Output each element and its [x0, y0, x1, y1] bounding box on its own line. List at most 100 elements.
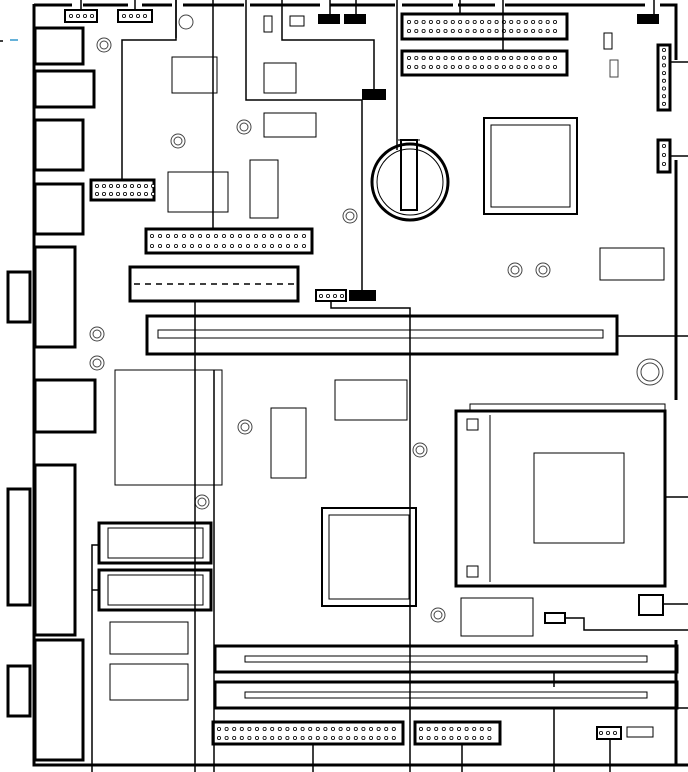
pin	[128, 13, 133, 18]
pin	[391, 736, 396, 741]
pin	[391, 727, 396, 732]
pin	[136, 183, 141, 188]
pin	[292, 727, 297, 732]
pin	[428, 28, 433, 33]
pin	[472, 19, 477, 24]
pin	[414, 19, 419, 24]
pin	[538, 56, 543, 61]
pin	[189, 243, 194, 248]
pin	[443, 65, 448, 70]
pin	[662, 71, 667, 76]
pin	[293, 233, 298, 238]
pin	[346, 736, 351, 741]
pin	[315, 736, 320, 741]
pin	[531, 28, 536, 33]
pin	[606, 731, 611, 736]
pin	[181, 233, 186, 238]
pin	[323, 736, 328, 741]
pin-connectors	[69, 12, 672, 746]
pin	[662, 86, 667, 91]
pin	[414, 28, 419, 33]
pin	[487, 28, 492, 33]
pin	[545, 65, 550, 70]
pin	[509, 65, 514, 70]
pin	[421, 65, 426, 70]
pin	[237, 233, 242, 238]
pin	[479, 19, 484, 24]
pin	[613, 731, 618, 736]
pin	[76, 13, 81, 18]
pin	[229, 243, 234, 248]
pin	[262, 727, 267, 732]
pin	[509, 28, 514, 33]
pin	[376, 736, 381, 741]
pin	[523, 65, 528, 70]
pin	[662, 143, 667, 148]
pin	[129, 183, 134, 188]
pin	[414, 65, 419, 70]
pin	[135, 13, 140, 18]
pin	[523, 56, 528, 61]
pin	[516, 56, 521, 61]
pin	[102, 191, 107, 196]
jumper-headers	[64, 9, 664, 740]
misc-ics	[109, 56, 665, 701]
pin	[406, 56, 411, 61]
pin	[384, 727, 389, 732]
pin	[434, 727, 439, 732]
pin	[458, 19, 463, 24]
pin	[450, 56, 455, 61]
pin	[406, 65, 411, 70]
pin	[173, 243, 178, 248]
pin	[300, 727, 305, 732]
memory-slots	[213, 644, 679, 710]
pin	[662, 152, 667, 157]
pin	[465, 19, 470, 24]
pin	[247, 736, 252, 741]
pin	[205, 243, 210, 248]
floppy-connector	[128, 265, 300, 303]
pin	[458, 65, 463, 70]
pin	[441, 727, 446, 732]
pin	[509, 19, 514, 24]
pin	[479, 65, 484, 70]
pin	[300, 736, 305, 741]
pin	[165, 233, 170, 238]
pin	[449, 736, 454, 741]
pin	[285, 727, 290, 732]
pin	[376, 727, 381, 732]
pin	[487, 65, 492, 70]
pin	[95, 183, 100, 188]
pin	[213, 243, 218, 248]
pin	[494, 19, 499, 24]
pin	[173, 233, 178, 238]
pin	[122, 13, 127, 18]
pin	[245, 233, 250, 238]
pin	[494, 65, 499, 70]
pin	[239, 736, 244, 741]
pin	[221, 233, 226, 238]
pin	[277, 233, 282, 238]
pin	[538, 65, 543, 70]
pin	[553, 28, 558, 33]
pin	[531, 19, 536, 24]
pin	[339, 293, 344, 298]
pin	[443, 28, 448, 33]
pin	[545, 19, 550, 24]
pin	[285, 736, 290, 741]
pin	[285, 243, 290, 248]
pin	[323, 727, 328, 732]
pin	[464, 727, 469, 732]
pin	[197, 233, 202, 238]
pin	[232, 727, 237, 732]
pin	[545, 56, 550, 61]
pin	[426, 727, 431, 732]
pin	[421, 28, 426, 33]
pin	[270, 727, 275, 732]
pin	[269, 243, 274, 248]
pin	[353, 727, 358, 732]
pin	[157, 243, 162, 248]
pin	[436, 56, 441, 61]
board-outline	[32, 3, 688, 767]
pin	[116, 183, 121, 188]
